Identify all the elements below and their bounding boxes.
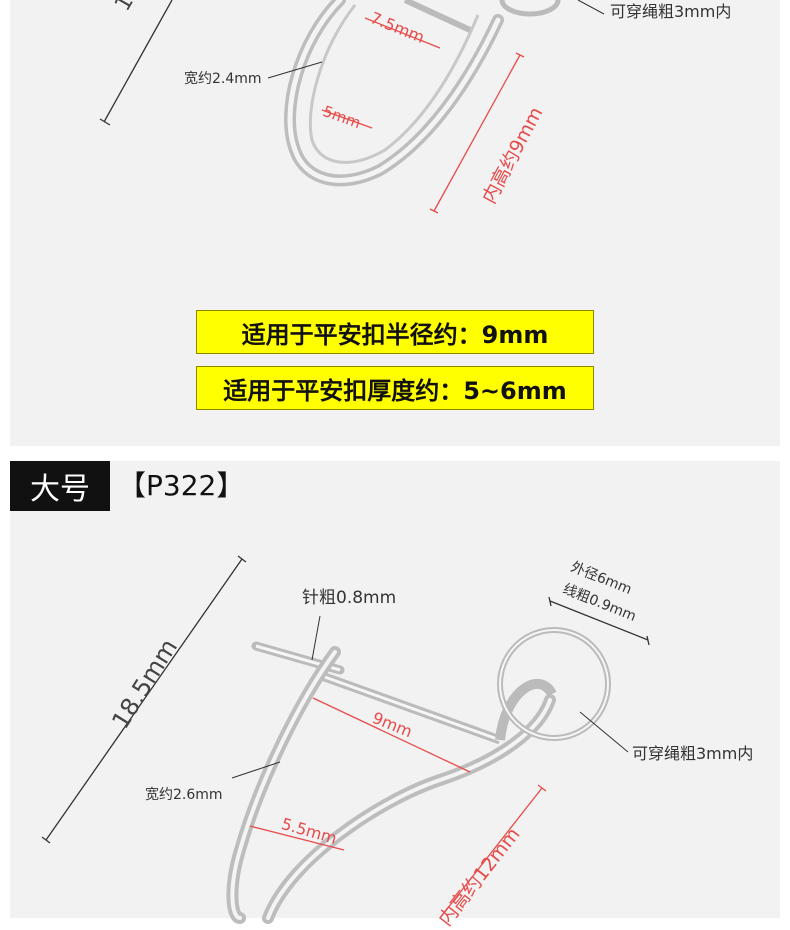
jump-ring bbox=[499, 0, 561, 17]
model-code: 【P322】 bbox=[118, 469, 245, 502]
band-width-label: 宽约2.6mm bbox=[145, 787, 223, 803]
band-width-label: 宽约2.4mm bbox=[184, 71, 262, 87]
rope-size-label: 可穿绳粗3mm内 bbox=[632, 744, 754, 763]
product-panel-large bbox=[10, 461, 780, 918]
height-dimension-line bbox=[45, 558, 243, 841]
clasp-diagram-medium bbox=[99, 0, 605, 214]
radius-banner: 适用于平安扣半径约：9mm bbox=[196, 310, 594, 354]
rope-size-label: 可穿绳粗3mm内 bbox=[610, 2, 732, 21]
pin-thickness-label: 针粗0.8mm bbox=[302, 588, 397, 608]
height-dimension-line bbox=[103, 0, 173, 123]
size-tag: 大号 bbox=[10, 461, 110, 511]
thickness-banner: 适用于平安扣厚度约：5~6mm bbox=[196, 366, 594, 410]
